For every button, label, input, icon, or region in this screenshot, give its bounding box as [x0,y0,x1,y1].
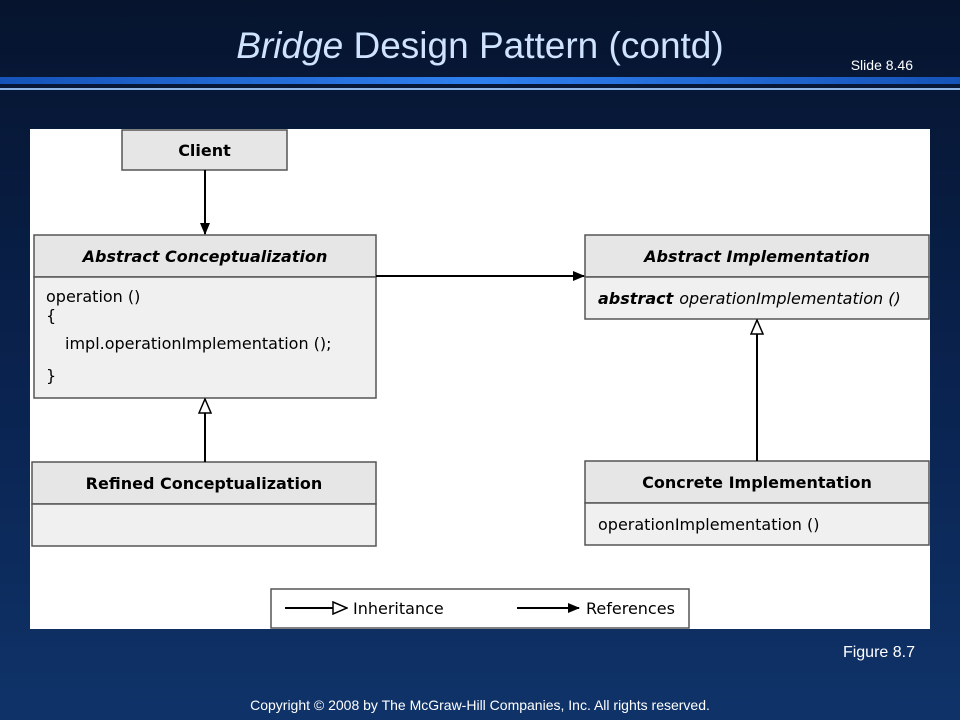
close-brace: } [46,366,56,385]
legend-inheritance-label: Inheritance [353,599,444,618]
client-box: Client [121,129,288,171]
slide-title-italic: Bridge [236,25,344,66]
impl-call: impl.operationImplementation (); [65,334,332,353]
title-rule-thick [0,77,960,84]
slide-number: Slide 8.46 [850,57,913,73]
legend-references-label: References [586,599,675,618]
operation-signature: operation () [46,287,140,306]
copyright: Copyright © 2008 by The McGraw-Hill Comp… [250,697,710,713]
abstract-conceptualization-box: Abstract Conceptualization operation () … [33,234,377,399]
abstract-conceptualization-title: Abstract Conceptualization [81,247,328,266]
figure-label: Figure 8.7 [842,644,915,661]
slide-title: Bridge Design Pattern (contd) [0,22,960,70]
abstract-method-name: operationImplementation () [679,289,900,308]
slide-title-rest: Design Pattern (contd) [343,25,724,66]
open-brace: { [46,306,56,325]
uml-diagram: Client Abstract Conceptualization operat… [31,129,930,629]
legend: Inheritance References [270,588,690,629]
abstract-implementation-title: Abstract Implementation [642,247,870,266]
client-title: Client [178,141,231,160]
concrete-implementation-box: Concrete Implementation operationImpleme… [584,460,930,546]
abstract-keyword: abstract [598,289,675,308]
title-rule-thin [0,88,960,90]
concrete-method: operationImplementation () [598,515,819,534]
diagram-panel: Client Abstract Conceptualization operat… [30,129,930,629]
refined-conceptualization-box: Refined Conceptualization [31,461,377,547]
refined-conceptualization-title: Refined Conceptualization [86,474,323,493]
concrete-implementation-title: Concrete Implementation [642,473,872,492]
